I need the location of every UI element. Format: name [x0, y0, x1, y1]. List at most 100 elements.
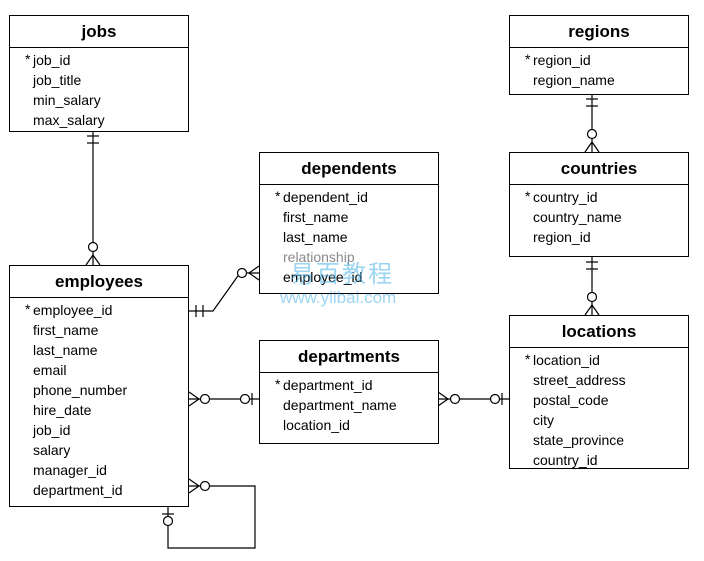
field-name: min_salary: [33, 92, 101, 108]
field: first_name: [10, 320, 188, 340]
primary-key-marker: *: [525, 351, 531, 367]
field: phone_number: [10, 380, 188, 400]
field-name: department_name: [283, 397, 397, 413]
field-name: region_id: [533, 229, 591, 245]
field: region_name: [510, 70, 688, 90]
field-name: job_id: [33, 52, 71, 68]
rel-employees-self: [162, 478, 256, 549]
rel-departments-employees: [188, 391, 259, 407]
field-name: street_address: [533, 372, 626, 388]
field: salary: [10, 440, 188, 460]
field-name: location_id: [283, 417, 350, 433]
field-name: first_name: [283, 209, 349, 225]
entity-title: regions: [510, 16, 688, 48]
field: city: [510, 410, 688, 430]
field: job_id: [10, 420, 188, 440]
field-name: salary: [33, 442, 71, 458]
field: last_name: [260, 227, 438, 247]
primary-key-marker: *: [25, 51, 31, 67]
field: hire_date: [10, 400, 188, 420]
field-name: region_name: [533, 72, 615, 88]
field-name: relationship: [283, 249, 355, 265]
primary-key-marker: *: [275, 376, 281, 392]
field: department_name: [260, 395, 438, 415]
field-name: state_province: [533, 432, 625, 448]
field: max_salary: [10, 110, 188, 130]
field-name: department_id: [283, 377, 373, 393]
entity-title: dependents: [260, 153, 438, 185]
field-name: job_id: [33, 422, 71, 438]
field-name: employee_id: [283, 269, 363, 285]
rel-jobs-employees: [85, 131, 101, 266]
rel-regions-countries: [584, 94, 600, 153]
entity-title: jobs: [10, 16, 188, 48]
primary-key-field: *location_id: [510, 350, 688, 370]
field-name: city: [533, 412, 554, 428]
primary-key-field: *department_id: [260, 375, 438, 395]
field-name: region_id: [533, 52, 591, 68]
field: country_name: [510, 207, 688, 227]
field-name: max_salary: [33, 112, 105, 128]
field-list: *dependent_id first_name last_name relation…: [260, 185, 438, 287]
field: postal_code: [510, 390, 688, 410]
field-name: last_name: [283, 229, 348, 245]
field-name: country_id: [533, 189, 598, 205]
entity-regions[interactable]: regions *region_id region_name: [509, 15, 689, 95]
field: street_address: [510, 370, 688, 390]
field-name: department_id: [33, 482, 123, 498]
field-name: last_name: [33, 342, 98, 358]
rel-locations-departments: [437, 391, 509, 407]
entity-departments[interactable]: departments *department_id department_nam…: [259, 340, 439, 444]
field: last_name: [10, 340, 188, 360]
field-name: country_id: [533, 452, 598, 468]
rel-employees-dependents: [189, 265, 260, 317]
field-name: employee_id: [33, 302, 113, 318]
field: state_province: [510, 430, 688, 450]
primary-key-marker: *: [525, 51, 531, 67]
field: location_id: [260, 415, 438, 435]
entity-dependents[interactable]: dependents *dependent_id first_name last_n…: [259, 152, 439, 294]
field-list: *job_id job_title min_salary max_salary: [10, 48, 188, 130]
field-name: manager_id: [33, 462, 107, 478]
field-list: *region_id region_name: [510, 48, 688, 90]
primary-key-field: *dependent_id: [260, 187, 438, 207]
field-name: postal_code: [533, 392, 609, 408]
field-name: job_title: [33, 72, 82, 88]
field: first_name: [260, 207, 438, 227]
field: employee_id: [260, 267, 438, 287]
primary-key-marker: *: [275, 188, 281, 204]
field: country_id: [510, 450, 688, 470]
primary-key-field: *job_id: [10, 50, 188, 70]
field: relationship: [260, 247, 438, 267]
field-name: hire_date: [33, 402, 92, 418]
field-name: dependent_id: [283, 189, 368, 205]
entity-jobs[interactable]: jobs *job_id job_title min_salary max_salar…: [9, 15, 189, 132]
field-name: first_name: [33, 322, 99, 338]
entity-title: employees: [10, 266, 188, 298]
field: min_salary: [10, 90, 188, 110]
primary-key-field: *country_id: [510, 187, 688, 207]
entity-title: locations: [510, 316, 688, 348]
field: job_title: [10, 70, 188, 90]
field: region_id: [510, 227, 688, 247]
field-list: *department_id department_name location_id: [260, 373, 438, 435]
field-name: location_id: [533, 352, 600, 368]
field: department_id: [10, 480, 188, 500]
primary-key-marker: *: [25, 301, 31, 317]
entity-title: countries: [510, 153, 688, 185]
primary-key-marker: *: [525, 188, 531, 204]
primary-key-field: *employee_id: [10, 300, 188, 320]
entity-employees[interactable]: employees *employee_id first_name last_nam…: [9, 265, 189, 507]
field: email: [10, 360, 188, 380]
field-name: email: [33, 362, 67, 378]
entity-title: departments: [260, 341, 438, 373]
primary-key-field: *region_id: [510, 50, 688, 70]
rel-countries-locations: [584, 256, 600, 316]
field-name: phone_number: [33, 382, 128, 398]
